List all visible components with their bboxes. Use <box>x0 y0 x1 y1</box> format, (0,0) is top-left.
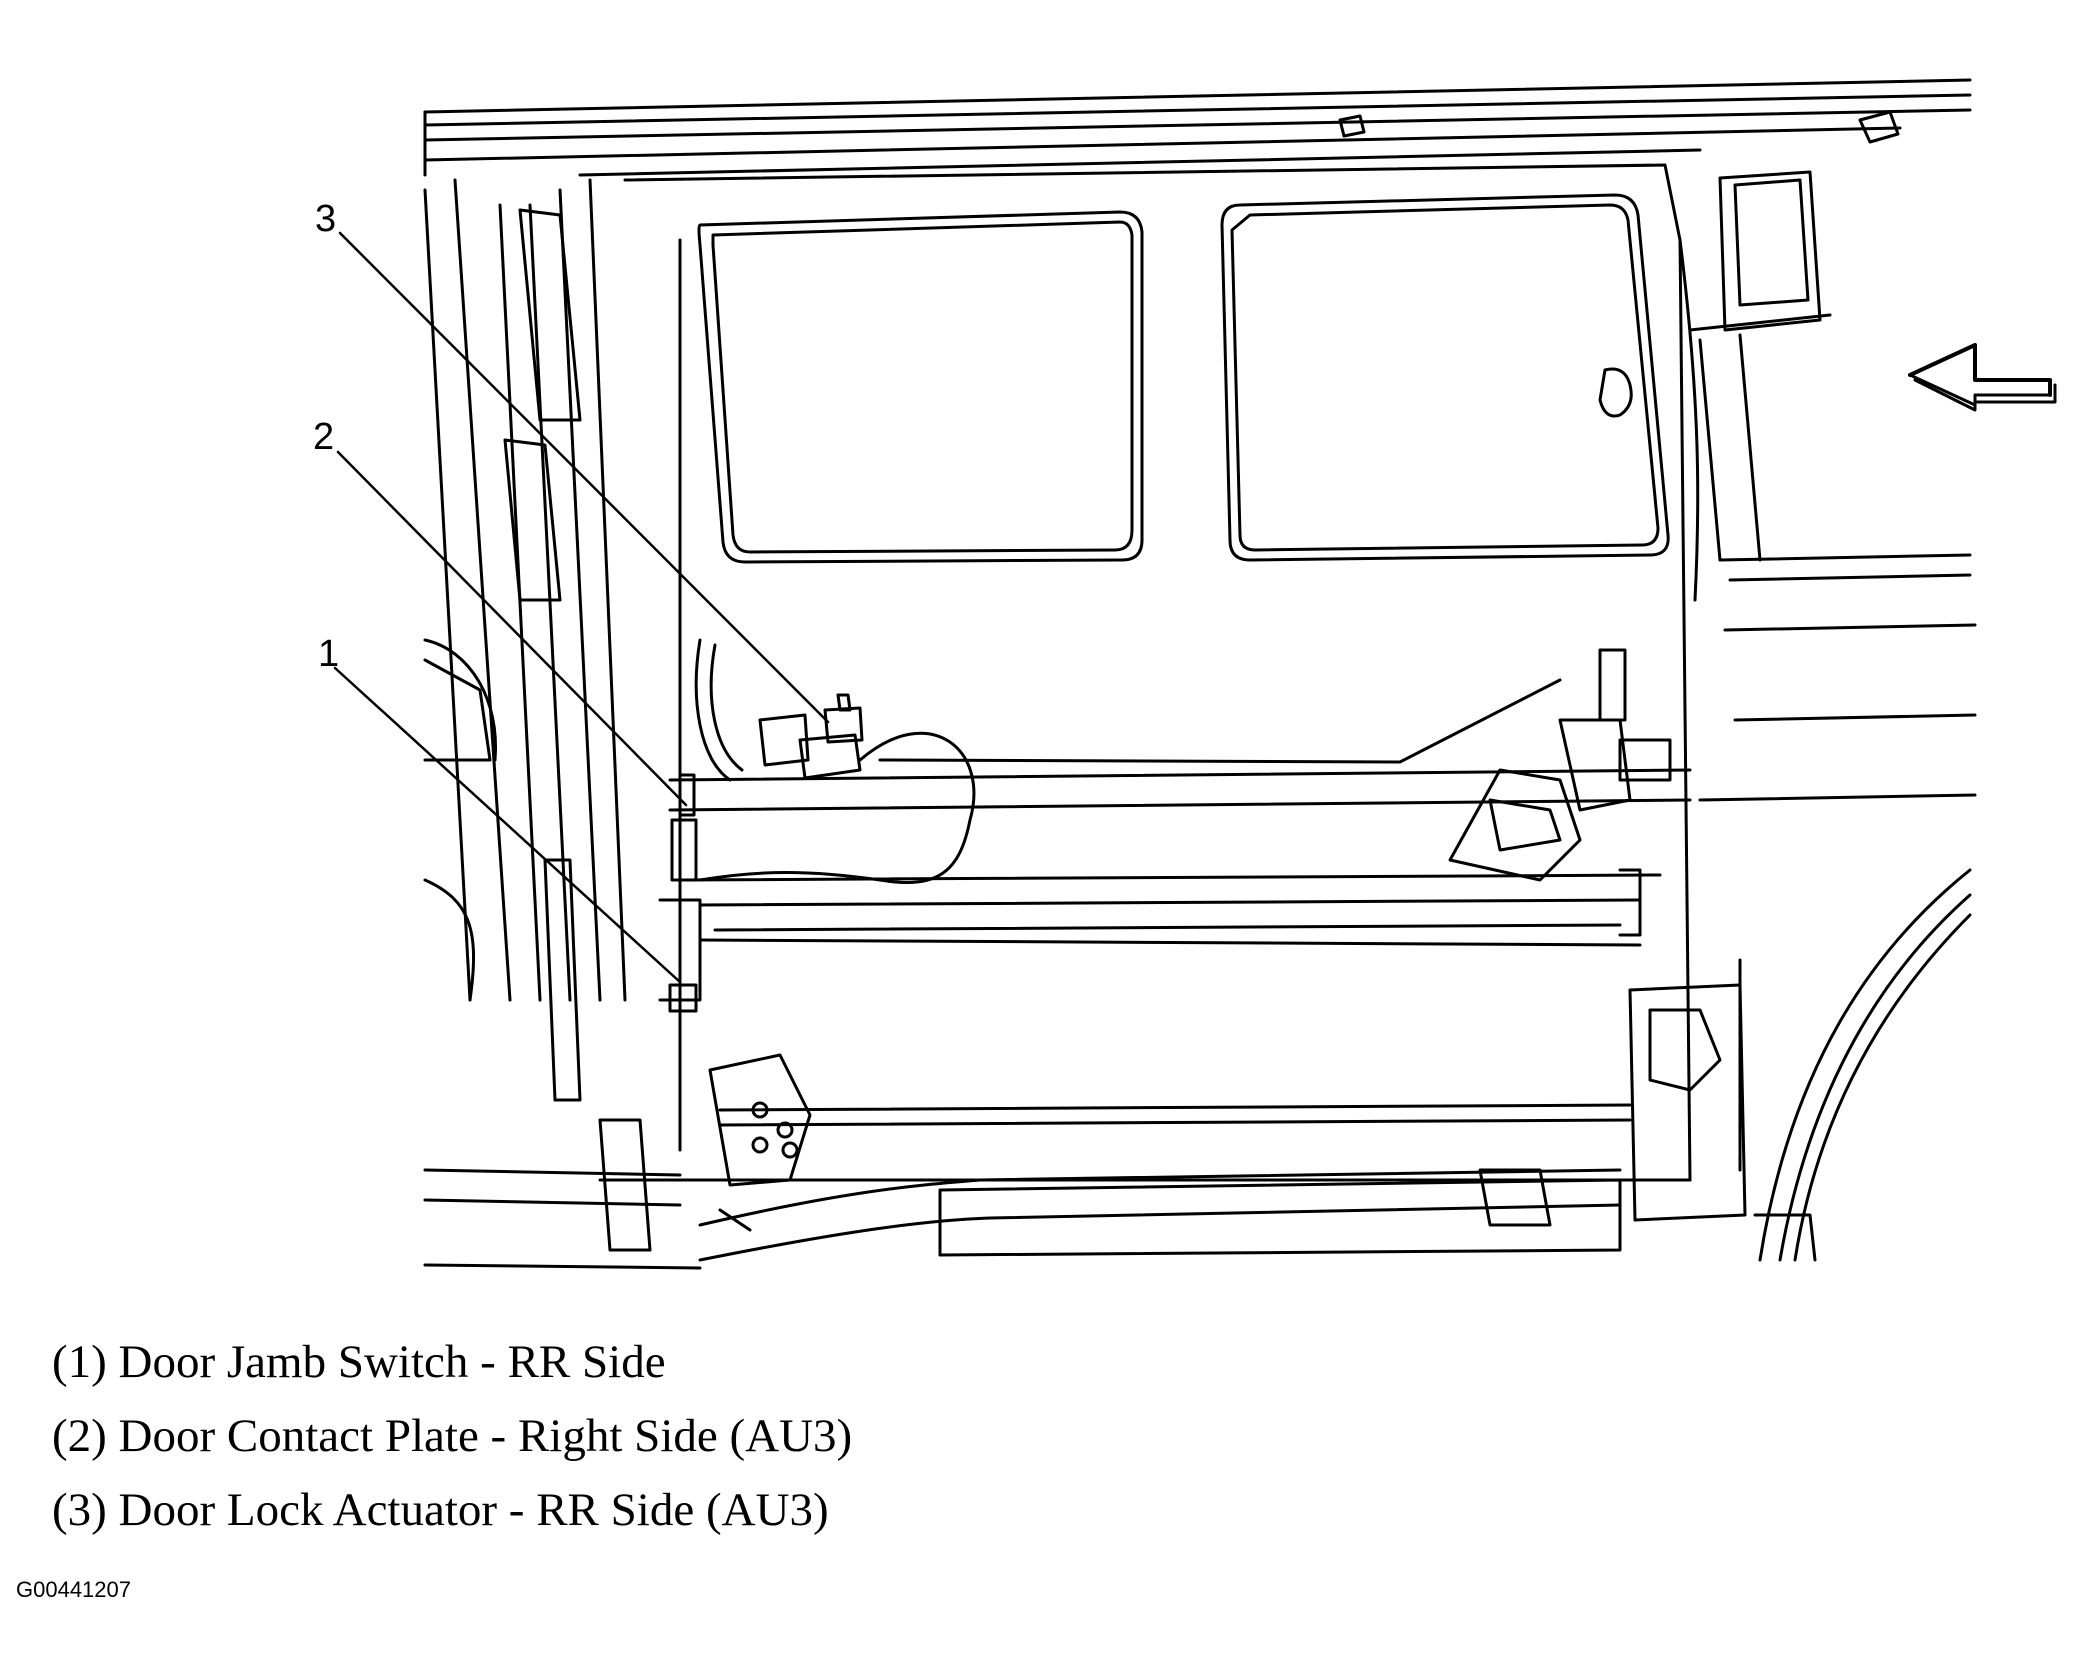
callout-number-2: 2 <box>313 416 335 458</box>
legend-item: (3) Door Lock Actuator - RR Side (AU3) <box>52 1484 829 1536</box>
callout-legend: (1) Door Jamb Switch - RR Side (2) Door … <box>52 1325 852 1547</box>
wiring-harness <box>698 678 1562 884</box>
rear-latch-mechanism <box>1448 648 1672 882</box>
door-lock-actuator <box>694 638 864 782</box>
door-beams <box>668 768 1692 1127</box>
leader-line-3 <box>338 231 830 724</box>
leader-line-2 <box>336 450 688 807</box>
callout-number-1: 1 <box>318 633 340 675</box>
callout-number-3: 3 <box>315 198 337 240</box>
roof-rail <box>423 78 1972 177</box>
legend-item: (1) Door Jamb Switch - RR Side <box>52 1336 666 1388</box>
legend-item: (2) Door Contact Plate - Right Side (AU3… <box>52 1410 853 1462</box>
window-right <box>1220 193 1670 562</box>
rear-wheel-arch <box>1753 868 1972 1262</box>
sliding-door-frame <box>598 163 1700 1182</box>
window-left <box>697 210 1144 564</box>
lower-track <box>423 1053 1622 1270</box>
c-pillar <box>1628 170 1977 1222</box>
front-direction-arrow <box>1908 343 2057 412</box>
b-pillar <box>423 178 627 1102</box>
door-jamb-switch <box>668 983 698 1013</box>
door-contact-plate <box>670 818 698 882</box>
jamb-hardware <box>658 773 702 1013</box>
leader-line-1 <box>333 666 682 984</box>
leader-lines <box>333 231 830 984</box>
figure-id: G00441207 <box>16 1577 131 1602</box>
